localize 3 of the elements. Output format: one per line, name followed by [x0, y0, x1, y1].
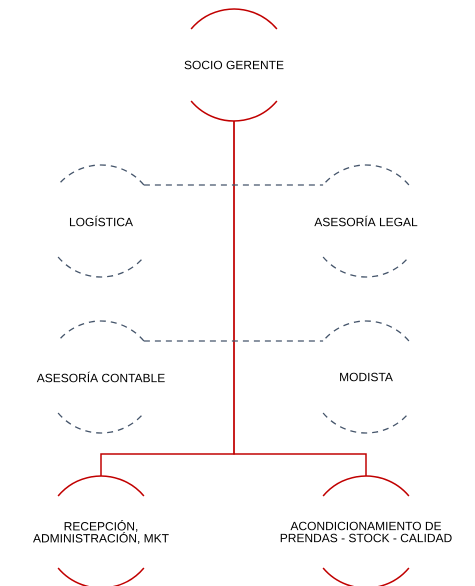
connector-line — [144, 340, 324, 342]
connector-line — [233, 121, 367, 476]
connector-line — [144, 184, 324, 186]
